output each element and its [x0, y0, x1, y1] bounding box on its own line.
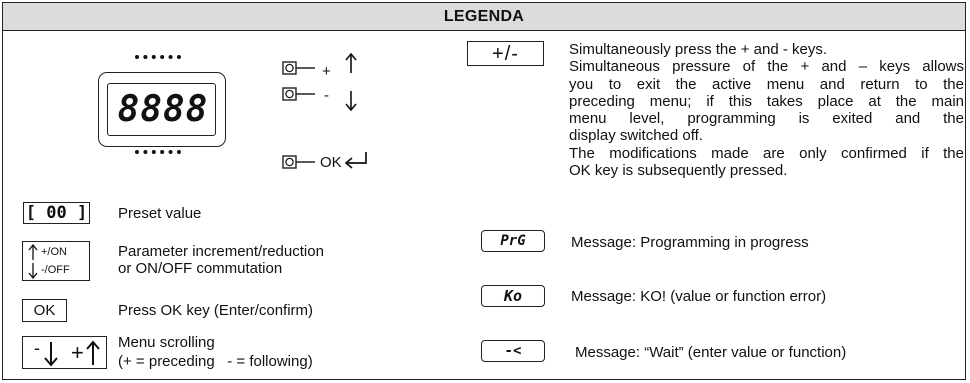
arrow-up-icon [28, 244, 38, 260]
description-line: display switched off. [569, 127, 703, 145]
key-plus: + [282, 52, 372, 80]
increment-off-text: -/OFF [41, 264, 70, 276]
ok-symbol-text: OK [33, 302, 56, 319]
increment-label-line1: Parameter increment/reduction [118, 243, 324, 260]
arrow-down-icon [28, 263, 38, 279]
wait-symbol-text: -< [504, 343, 522, 359]
scroll-plus-text: + [71, 340, 84, 365]
scroll-minus-text: - [34, 338, 40, 358]
legend-header: LEGENDA [3, 3, 965, 31]
description-line: menu level, programming is exited and th… [569, 110, 964, 128]
display-screen [107, 83, 216, 136]
arrow-down-icon [345, 91, 357, 112]
ko-label: Message: KO! (value or function error) [571, 288, 827, 305]
plusminus-symbol: +/- [467, 41, 544, 66]
prg-symbol-text: PrG [500, 233, 526, 249]
plusminus-description: Simultaneously press the + and - keys. S… [569, 41, 964, 179]
description-line: Simultaneously press the + and - keys. [569, 41, 828, 58]
enter-arrow-icon [344, 152, 367, 169]
ko-symbol-text: Ko [503, 287, 523, 305]
description-line: The modifications made are only confirme… [569, 144, 964, 162]
wait-symbol: -< [481, 340, 545, 362]
key-ok: OK [282, 151, 392, 173]
wait-label: Message: “Wait” (enter value or function… [575, 344, 847, 361]
display-dots-top [135, 55, 181, 63]
preset-symbol: [ 00 ] [23, 202, 90, 224]
description-line: OK key is subsequently pressed. [569, 162, 788, 180]
key-button-icon [282, 61, 315, 75]
display-digits: 8888 [117, 89, 209, 130]
increment-symbol: +/ON -/OFF [22, 241, 90, 281]
display-dots-bottom [135, 150, 181, 158]
key-minus: - [282, 87, 372, 113]
arrow-down-icon [44, 342, 58, 367]
display-panel: 8888 [98, 72, 226, 147]
key-minus-label: - [324, 87, 329, 104]
prg-symbol: PrG [481, 230, 545, 252]
key-button-icon [282, 87, 315, 101]
description-line: preceding menu; if this takes place at t… [569, 92, 964, 110]
ko-symbol: Ko [481, 285, 545, 307]
increment-on-text: +/ON [41, 246, 67, 258]
description-line: Simultaneous pressure of the + and – key… [569, 58, 964, 76]
plusminus-symbol-text: +/- [492, 43, 519, 65]
arrow-up-icon [86, 340, 100, 365]
prg-label: Message: Programming in progress [571, 234, 809, 251]
description-line: you to exit the active menu and return t… [569, 75, 964, 93]
ok-symbol: OK [22, 299, 67, 322]
arrow-up-icon [345, 52, 357, 73]
preset-symbol-text: [ 00 ] [25, 203, 88, 223]
ok-label: Press OK key (Enter/confirm) [118, 302, 314, 319]
scroll-symbol: - + [22, 336, 107, 369]
increment-label-line2: or ON/OFF commutation [118, 260, 283, 277]
scroll-label-line1: Menu scrolling [118, 334, 215, 351]
key-button-icon [282, 155, 315, 169]
key-plus-label: + [322, 63, 331, 80]
key-ok-label: OK [320, 154, 342, 171]
preset-label: Preset value [118, 205, 202, 222]
scroll-label-line2: (+ = preceding - = following) [118, 353, 313, 370]
